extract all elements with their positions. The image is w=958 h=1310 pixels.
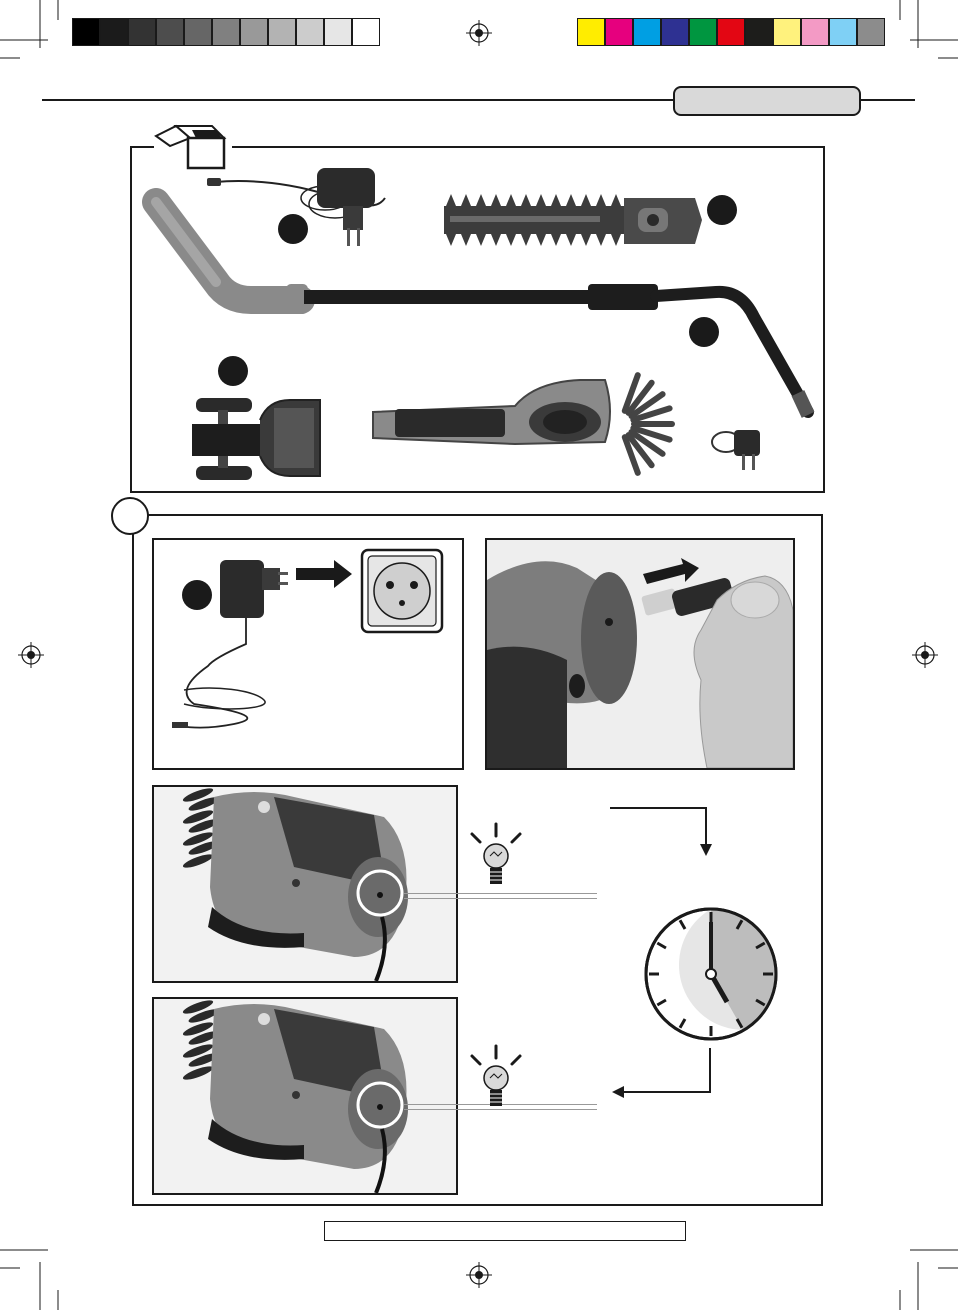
plug-adapter-image [704, 420, 774, 476]
step-indicator-light-off [152, 997, 458, 1195]
indicator-on-photo [154, 787, 456, 981]
color-swatch [801, 18, 829, 46]
jack-insert-photo [487, 540, 793, 768]
header-tab [673, 86, 861, 116]
color-swatch [128, 18, 156, 46]
wall-socket-icon [360, 548, 444, 634]
wheel-attachment-image [190, 390, 330, 490]
indicator-off-photo [154, 999, 456, 1193]
color-swatch [745, 18, 773, 46]
callout-wheel-attachment [218, 356, 248, 386]
color-swatch [240, 18, 268, 46]
callout-telescopic-handle [689, 317, 719, 347]
registration-target-right [912, 642, 938, 668]
grass-shear-body-image [365, 362, 680, 482]
color-swatch [829, 18, 857, 46]
leader-line-on [404, 893, 597, 899]
flow-arrow-down [608, 802, 718, 858]
color-swatch [577, 18, 605, 46]
color-swatch [72, 18, 100, 46]
color-swatch [156, 18, 184, 46]
color-swatch [857, 18, 885, 46]
color-swatch [296, 18, 324, 46]
step-indicator-light-on [152, 785, 458, 983]
registration-target-top [466, 20, 492, 46]
color-swatch [324, 18, 352, 46]
color-swatch [268, 18, 296, 46]
clock-icon [643, 906, 779, 1042]
color-swatch [212, 18, 240, 46]
footer-box [324, 1221, 686, 1241]
color-swatch [184, 18, 212, 46]
step-plug-charger-into-socket [152, 538, 464, 770]
flow-arrow-return [610, 1046, 718, 1102]
color-swatch [605, 18, 633, 46]
section-badge [111, 497, 149, 535]
registration-target-left [18, 642, 44, 668]
color-swatch [633, 18, 661, 46]
step-insert-charger-jack [485, 538, 795, 770]
color-swatch [689, 18, 717, 46]
color-swatch [773, 18, 801, 46]
color-swatch [717, 18, 745, 46]
registration-target-bottom [466, 1262, 492, 1288]
lightbulb-icon [466, 822, 530, 892]
color-swatch [100, 18, 128, 46]
process-color-bar [577, 0, 887, 50]
callout-charger-step [182, 580, 212, 610]
color-swatch [352, 18, 380, 46]
color-swatch [661, 18, 689, 46]
gray-color-bar [72, 0, 382, 50]
lightbulb-icon [466, 1044, 530, 1114]
